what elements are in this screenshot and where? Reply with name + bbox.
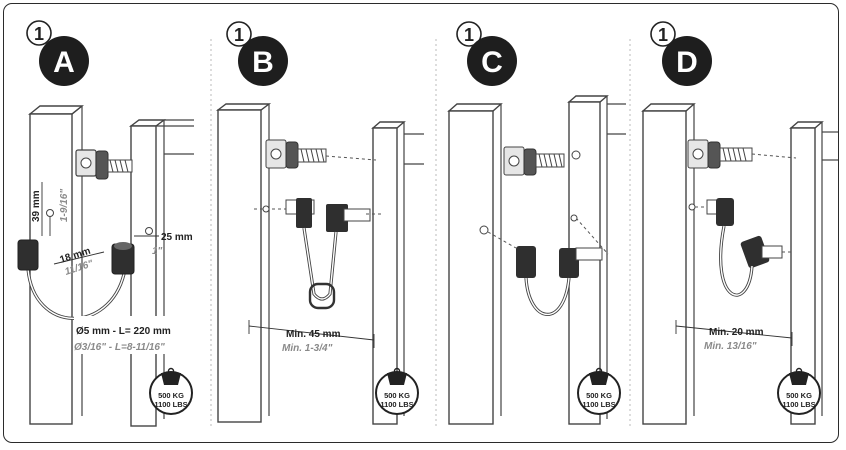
weight-badge: 500 KG 1100 LBS: [777, 367, 821, 415]
fixed-post: [642, 110, 687, 425]
weight-icon: [161, 373, 181, 385]
letter-badge: D: [662, 36, 712, 86]
panel-letter: A: [53, 46, 75, 79]
hinge-bolt: [265, 139, 327, 169]
dim-gap-in: 1": [152, 246, 163, 257]
step-badge: 1: [26, 20, 52, 46]
weight-lbs: 1100 LBS: [380, 400, 413, 409]
step-badge: 1: [226, 21, 252, 47]
weight-lbs: 1100 LBS: [154, 400, 187, 409]
step-badge: 1: [650, 21, 676, 47]
diagram-frame: 1 A: [3, 3, 839, 443]
letter-badge: C: [467, 36, 517, 86]
weight-lbs: 1100 LBS: [782, 400, 815, 409]
hinge-diagram: 1 A: [17, 20, 838, 429]
hinge-bolt: [75, 149, 133, 180]
step-badge: 1: [456, 21, 482, 47]
panel-letter: B: [252, 46, 274, 79]
step-number: 1: [658, 25, 668, 45]
weight-kg: 500 KG: [786, 391, 812, 400]
safety-cable: [254, 198, 382, 310]
weight-badge: 500 KG 1100 LBS: [577, 367, 621, 415]
panel-letter: C: [481, 46, 503, 79]
letter-badge: B: [238, 36, 288, 86]
weight-lbs: 1100 LBS: [582, 400, 615, 409]
weight-badge: 500 KG 1100 LBS: [375, 367, 419, 415]
gate-post: [130, 125, 157, 427]
step-number: 1: [34, 24, 44, 44]
step-number: 1: [234, 25, 244, 45]
hinge-bolt: [687, 139, 753, 169]
dim-min-mm: Min. 20 mm: [709, 327, 764, 338]
weight-kg: 500 KG: [158, 391, 184, 400]
dim-min-in: Min. 1-3/4": [282, 343, 333, 354]
letter-badge: A: [39, 36, 89, 86]
dim-cable-in: Ø3/16" - L=8-11/16": [74, 342, 165, 353]
dim-height-in: 1-9/16": [59, 189, 70, 222]
weight-badge: 500 KG 1100 LBS: [149, 367, 193, 415]
dim-cable-mm: Ø5 mm - L= 220 mm: [76, 326, 171, 337]
fixed-post: [217, 109, 262, 423]
fixed-post: [448, 110, 494, 425]
gate-post-top: [128, 119, 167, 127]
panel-d: 1 D: [641, 21, 838, 425]
dim-gap-mm: 25 mm: [161, 232, 193, 243]
panel-letter: D: [676, 46, 698, 79]
panel-a: 1 A: [17, 20, 202, 427]
panel-c: 1 C: [447, 21, 626, 425]
safety-cable: [688, 198, 794, 297]
step-number: 1: [464, 25, 474, 45]
safety-cable: [479, 214, 609, 316]
dim-min-mm: Min. 45 mm: [286, 329, 341, 340]
hinge-bolt: [503, 146, 581, 176]
panel-b: 1 B: [215, 21, 424, 425]
dim-height-mm: 39 mm: [31, 190, 42, 222]
dim-min-in: Min. 13/16": [704, 341, 757, 352]
weight-kg: 500 KG: [384, 391, 410, 400]
weight-icon: [789, 373, 809, 385]
weight-kg: 500 KG: [586, 391, 612, 400]
weight-icon: [589, 373, 609, 385]
weight-icon: [387, 373, 407, 385]
safety-cable: [17, 239, 135, 320]
